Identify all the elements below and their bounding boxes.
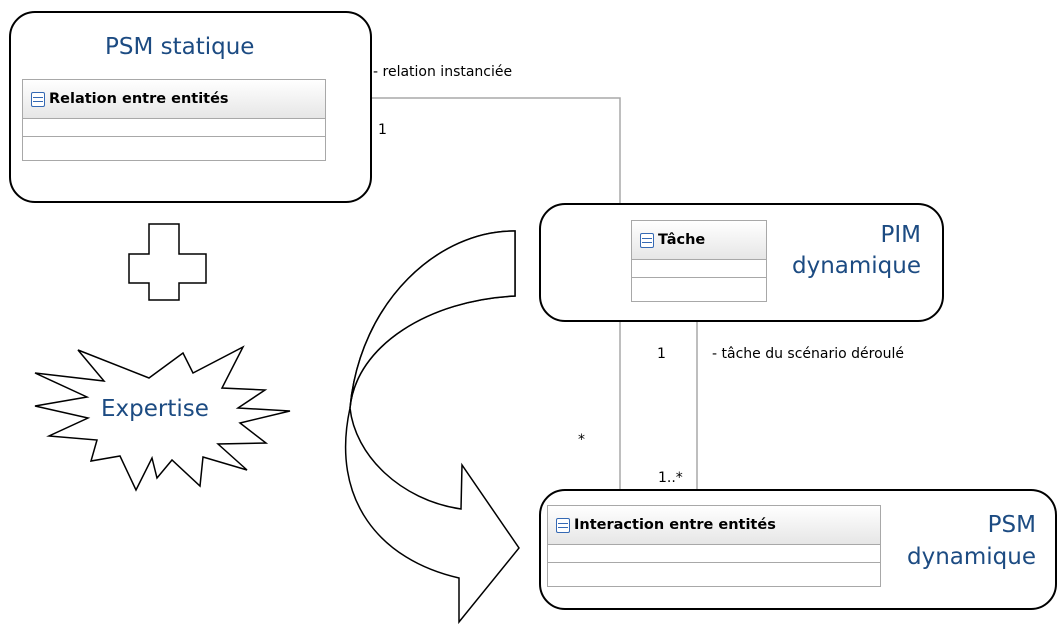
region-title-pim-line1: PIM [880, 222, 922, 248]
class-operations-section [23, 137, 325, 154]
region-title-psm-dyn-line2: dynamique [906, 544, 1036, 570]
class-name: Tâche [658, 232, 706, 248]
class-operations-section [548, 563, 880, 580]
multiplicity-tache-target: 1 [657, 346, 666, 362]
curved-arrow-body [344, 230, 520, 624]
association-relation-instanciee [332, 97, 621, 497]
class-icon [640, 232, 654, 248]
class-relation-entre-entites[interactable]: Relation entre entités [22, 79, 326, 161]
class-attributes-section [632, 260, 766, 278]
class-header: Tâche [632, 221, 766, 260]
association-role-tache-scenario: - tâche du scénario déroulé [712, 346, 905, 362]
class-header: Interaction entre entités [548, 506, 880, 545]
explosion-shape-icon [34, 345, 291, 492]
class-icon [556, 517, 570, 533]
class-name: Interaction entre entités [574, 517, 776, 533]
class-operations-section [632, 278, 766, 295]
multiplicity-relation-source: * [578, 432, 585, 448]
expertise-label: Expertise [101, 396, 209, 422]
association-role-relation-instanciee: - relation instanciée [373, 64, 513, 80]
region-title-psm-dyn-line1: PSM [987, 512, 1036, 538]
class-header: Relation entre entités [23, 80, 325, 119]
class-icon [31, 91, 45, 107]
class-interaction-entre-entites[interactable]: Interaction entre entités [547, 505, 881, 587]
multiplicity-tache-source: 1..* [658, 470, 683, 486]
region-title-pim-line2: dynamique [791, 253, 921, 279]
class-tache[interactable]: Tâche [631, 220, 767, 302]
class-name: Relation entre entités [49, 91, 229, 107]
plus-shape-icon [128, 223, 207, 301]
class-attributes-section [548, 545, 880, 563]
class-attributes-section [23, 119, 325, 137]
multiplicity-relation-target: 1 [378, 122, 387, 138]
region-title-psm-statique: PSM statique [105, 34, 255, 60]
